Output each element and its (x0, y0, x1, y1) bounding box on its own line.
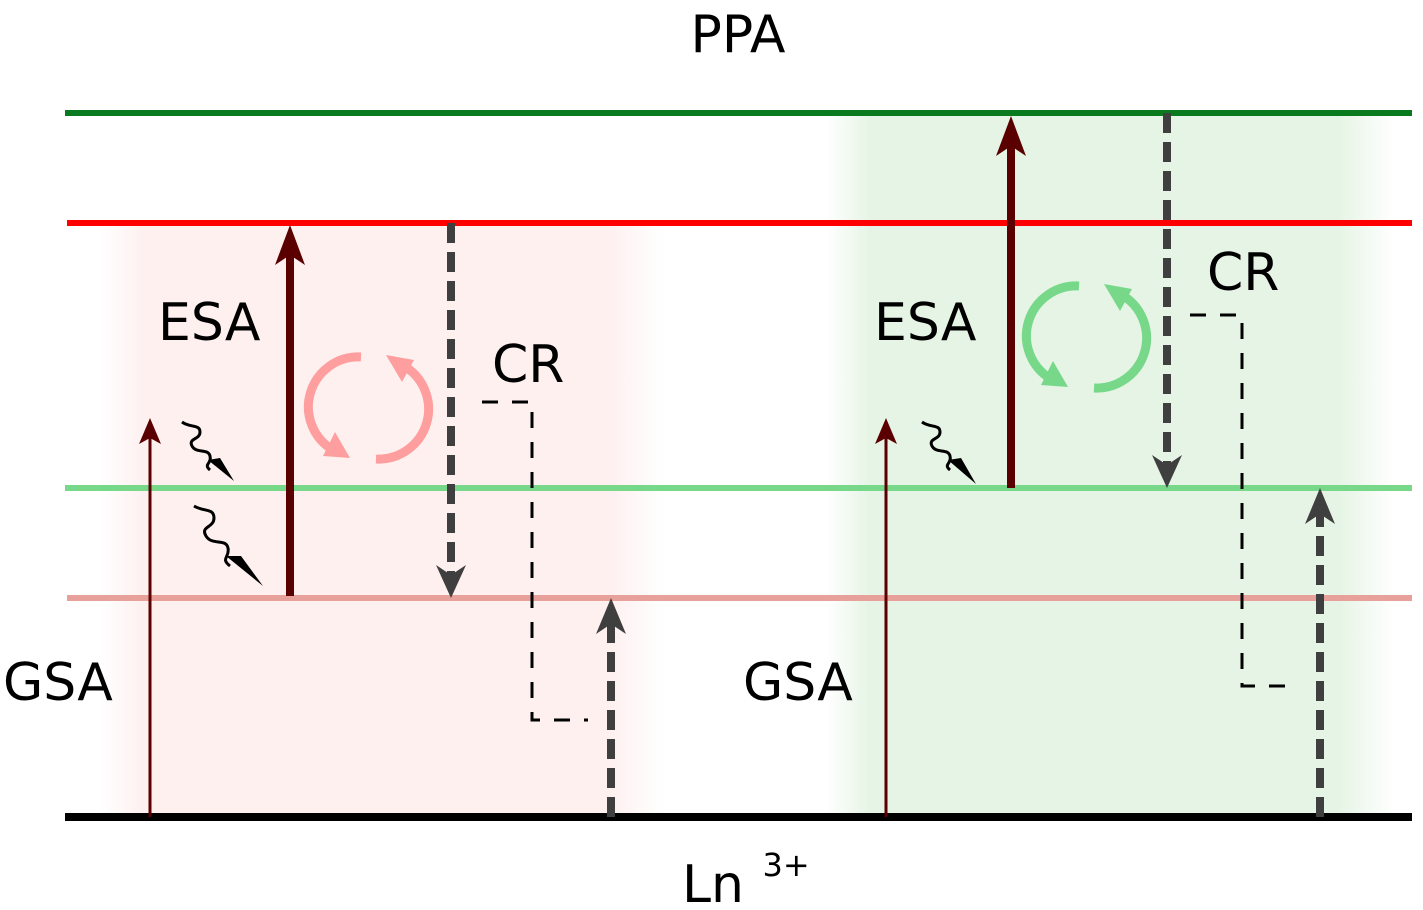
ion-label: Ln 3+ (682, 846, 810, 910)
ion-label-base: Ln (682, 855, 744, 910)
left-cr-down-arrow (436, 223, 466, 598)
right-cr-down-arrow (1152, 113, 1182, 488)
left-relaxation-squiggle-upper (181, 420, 234, 481)
right-cycle-icon (1021, 281, 1152, 393)
left-relaxation-squiggle-lower (193, 504, 263, 586)
right-esa-label: ESA (874, 293, 977, 353)
right-cr-guide-line (1190, 313, 1298, 688)
right-cr-up-arrow (1305, 488, 1335, 817)
left-cycle-icon (303, 352, 434, 464)
left-cr-label: CR (492, 335, 564, 395)
left-esa-label: ESA (158, 293, 261, 353)
right-gsa-label: GSA (743, 653, 853, 713)
right-cr-label: CR (1207, 243, 1279, 303)
diagram-title: PPA (691, 5, 786, 65)
left-cr-guide-line (482, 400, 588, 722)
ion-label-superscript: 3+ (762, 846, 809, 884)
left-gsa-label: GSA (3, 653, 113, 713)
right-relaxation-squiggle (921, 420, 976, 484)
left-panel-shade (100, 226, 665, 816)
left-cr-up-arrow (596, 598, 626, 817)
right-esa-arrow (996, 116, 1026, 488)
right-panel-shade (826, 116, 1394, 816)
left-esa-arrow (275, 225, 305, 596)
right-gsa-arrow (875, 418, 897, 817)
left-gsa-arrow (139, 418, 161, 817)
